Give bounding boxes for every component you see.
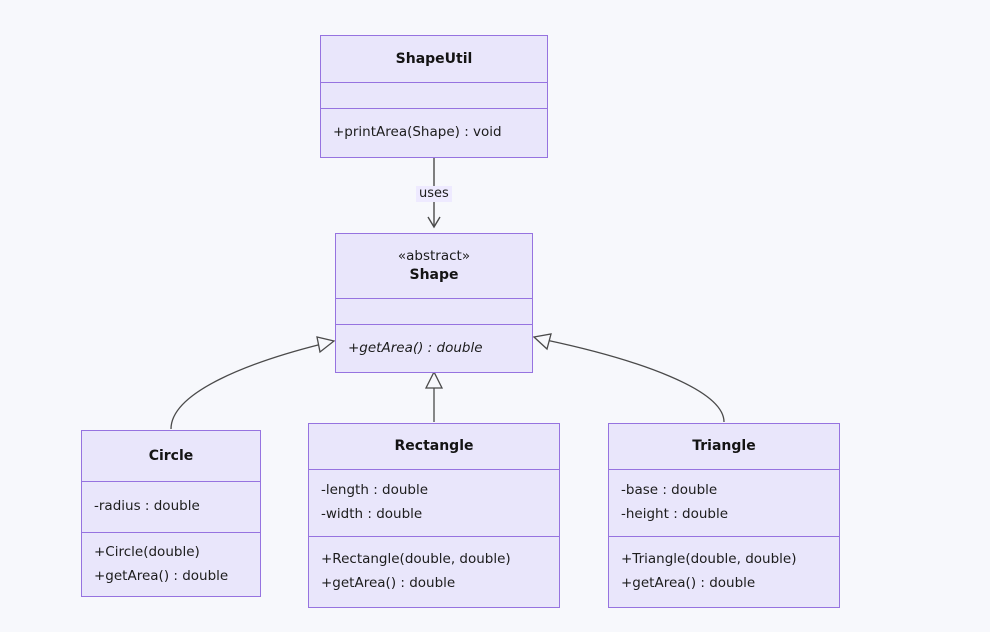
edge-triangle-generalization — [532, 333, 725, 423]
edge-rectangle-generalization — [424, 370, 444, 422]
class-name-triangle: Triangle — [692, 438, 756, 455]
class-methods-compartment: +Circle(double) +getArea() : double — [82, 532, 260, 596]
class-attributes-compartment: -base : double -height : double — [609, 469, 839, 536]
class-title-compartment: Circle — [82, 431, 260, 481]
class-box-shapeutil[interactable]: ShapeUtil +printArea(Shape) : void — [320, 35, 548, 158]
class-method: +Circle(double) — [94, 543, 200, 560]
class-attributes-compartment — [321, 82, 547, 108]
class-name-rectangle: Rectangle — [394, 438, 474, 455]
class-methods-compartment: +getArea() : double — [336, 324, 532, 372]
class-method: +getArea() : double — [348, 339, 483, 356]
class-attribute: -width : double — [321, 506, 423, 522]
class-box-rectangle[interactable]: Rectangle -length : double -width : doub… — [308, 423, 560, 608]
class-box-circle[interactable]: Circle -radius : double +Circle(double) … — [81, 430, 261, 597]
edge-circle-generalization — [170, 336, 336, 430]
class-method: +Triangle(double, double) — [621, 551, 797, 568]
class-attribute: -radius : double — [94, 498, 200, 515]
class-attributes-compartment: -radius : double — [82, 481, 260, 532]
class-methods-compartment: +Rectangle(double, double) +getArea() : … — [309, 536, 559, 607]
class-box-triangle[interactable]: Triangle -base : double -height : double… — [608, 423, 840, 608]
class-title-compartment: ShapeUtil — [321, 36, 547, 82]
edge-label-uses: uses — [416, 186, 452, 202]
class-name-circle: Circle — [148, 447, 194, 464]
class-method: +Rectangle(double, double) — [321, 551, 511, 568]
class-attribute: -height : double — [621, 506, 729, 522]
class-name-shape: Shape — [409, 266, 459, 283]
class-title-compartment: Rectangle — [309, 424, 559, 469]
class-attributes-compartment — [336, 298, 532, 324]
class-attribute: -base : double — [621, 482, 718, 499]
class-title-compartment: «abstract» Shape — [336, 234, 532, 298]
class-methods-compartment: +Triangle(double, double) +getArea() : d… — [609, 536, 839, 607]
class-method: +printArea(Shape) : void — [333, 124, 502, 141]
class-box-shape[interactable]: «abstract» Shape +getArea() : double — [335, 233, 533, 373]
class-method: +getArea() : double — [321, 575, 456, 591]
class-method: +getArea() : double — [621, 575, 756, 591]
class-stereotype-shape: «abstract» — [397, 247, 471, 264]
class-title-compartment: Triangle — [609, 424, 839, 469]
class-name-shapeutil: ShapeUtil — [395, 50, 473, 67]
class-attribute: -length : double — [321, 482, 429, 499]
class-attributes-compartment: -length : double -width : double — [309, 469, 559, 536]
class-methods-compartment: +printArea(Shape) : void — [321, 108, 547, 157]
class-method: +getArea() : double — [94, 567, 229, 584]
